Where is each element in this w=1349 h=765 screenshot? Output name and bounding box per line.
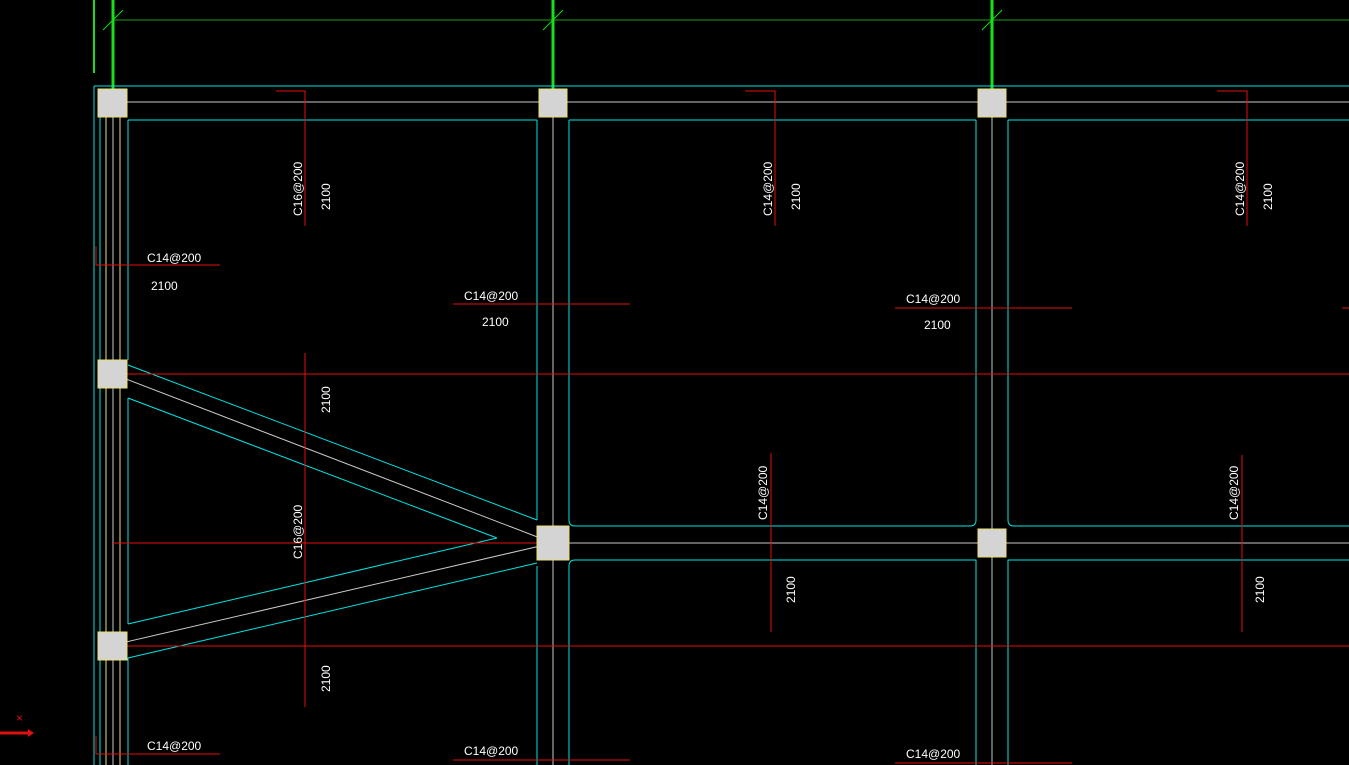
label-2100-top-left-v: 2100 bbox=[319, 183, 333, 210]
label-c14-200-bottom-left: C14@200 bbox=[147, 739, 202, 753]
beam-outlines bbox=[93, 85, 1349, 765]
axis-lines bbox=[93, 0, 1349, 103]
ucs-icon: × bbox=[0, 711, 34, 737]
label-2100-left-mid-v: 2100 bbox=[319, 386, 333, 413]
label-c14-200-bottom-mid: C14@200 bbox=[464, 744, 519, 758]
label-c14-200-top-right: C14@200 bbox=[1233, 161, 1247, 216]
wall-lines bbox=[105, 102, 121, 765]
label-c14-200-left-h: C14@200 bbox=[147, 251, 202, 265]
label-2100-top-mid-v: 2100 bbox=[789, 183, 803, 210]
label-c14-200-center-v: C14@200 bbox=[756, 465, 770, 520]
label-2100-mid-h: 2100 bbox=[482, 315, 509, 329]
columns[interactable] bbox=[97, 88, 1007, 661]
label-c14-200-top-mid: C14@200 bbox=[761, 161, 775, 216]
label-2100-center-low-v: 2100 bbox=[784, 576, 798, 603]
label-c16-200-top-left: C16@200 bbox=[291, 161, 305, 216]
beam-centerlines bbox=[112, 101, 1349, 765]
column-b2 bbox=[536, 525, 570, 561]
column-c1 bbox=[977, 88, 1007, 118]
column-a1 bbox=[97, 88, 128, 118]
column-c2 bbox=[977, 528, 1007, 558]
column-a3 bbox=[97, 631, 128, 661]
label-2100-left-low-v: 2100 bbox=[319, 665, 333, 692]
rebar-text-labels: C16@200 2100 C14@200 2100 C14@200 2100 C… bbox=[147, 161, 1275, 761]
rebar-lines bbox=[95, 90, 1349, 764]
label-2100-left-h: 2100 bbox=[151, 279, 178, 293]
label-c14-200-right-h: C14@200 bbox=[906, 292, 961, 306]
label-c14-200-bottom-right: C14@200 bbox=[906, 747, 961, 761]
ucs-x-label: × bbox=[16, 711, 23, 725]
label-c14-200-right-v: C14@200 bbox=[1227, 465, 1241, 520]
column-a2 bbox=[97, 359, 128, 389]
label-2100-top-right-v: 2100 bbox=[1261, 183, 1275, 210]
label-c16-200-left-mid-v: C16@200 bbox=[291, 504, 305, 559]
label-2100-right-low-v: 2100 bbox=[1253, 576, 1267, 603]
label-2100-right-h: 2100 bbox=[924, 318, 951, 332]
label-c14-200-mid-h: C14@200 bbox=[464, 289, 519, 303]
column-b1 bbox=[538, 88, 568, 118]
